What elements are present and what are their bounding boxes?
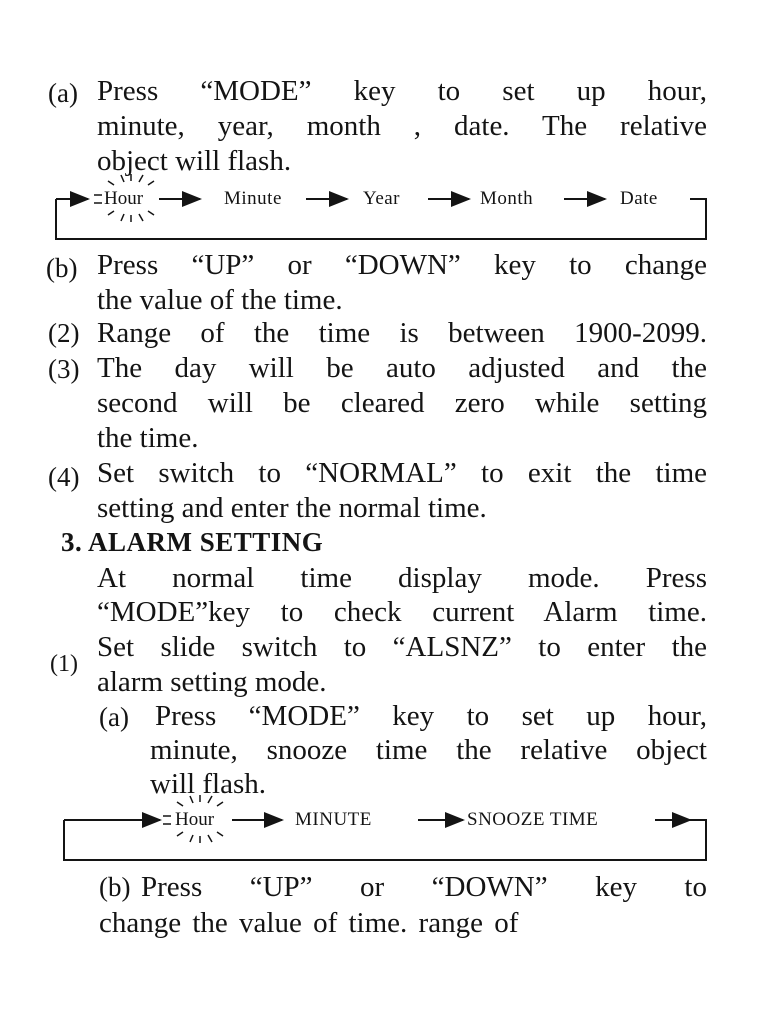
item-2-line-1: Range of the time is between 1900-2099. (97, 317, 707, 349)
item-a-line-3: object will flash. (97, 145, 292, 177)
item-a-line-1: Press “MODE” key to set up hour, (97, 75, 707, 107)
alarm-setting-heading: 3. ALARM SETTING (61, 527, 324, 557)
alarm-item-b-line-2: change the value of time. range of (99, 907, 519, 939)
alarm-item-1-line-1: Set slide switch to “ALSNZ” to enter the (97, 631, 707, 663)
alarm-intro-line-1: At normal time display mode. Press (97, 562, 707, 594)
alarm-flow-minute-label: MINUTE (295, 809, 372, 830)
item-4-label: (4) (48, 462, 80, 492)
alarm-flow-hour-label: Hour (175, 809, 215, 830)
alarm-item-b-label: (b) (99, 872, 131, 902)
alarm-item-a-line-3: will flash. (150, 768, 266, 800)
flow-month-label: Month (480, 188, 534, 209)
item-b-line-1: Press “UP” or “DOWN” key to change (97, 249, 707, 281)
item-2-label: (2) (48, 318, 80, 348)
alarm-item-1-label: (1) (50, 651, 78, 677)
item-3-line-3: the time. (97, 422, 199, 454)
item-3-line-1: The day will be auto adjusted and the (97, 352, 707, 384)
item-a-label: (a) (48, 78, 78, 108)
item-3-line-2: second will be cleared zero while settin… (97, 387, 707, 419)
item-b-label: (b) (46, 253, 78, 283)
alarm-item-b-line-1: Press “UP” or “DOWN” key to (141, 871, 707, 903)
flow-minute-label: Minute (224, 188, 282, 209)
alarm-flow-lines (63, 795, 707, 861)
flash-rays-icon (94, 174, 155, 222)
item-4-line-2: setting and enter the normal time. (97, 492, 487, 524)
alarm-item-a-line-2: minute, snooze time the relative object (150, 734, 707, 766)
alarm-flash-rays-icon (163, 795, 224, 843)
flow-hour-label: Hour (104, 188, 144, 209)
alarm-item-a-line-1: Press “MODE” key to set up hour, (155, 700, 707, 732)
alarm-flow-snooze-label: SNOOZE TIME (467, 809, 599, 830)
flow-year-label: Year (363, 188, 401, 209)
item-b-line-2: the value of the time. (97, 284, 343, 316)
alarm-item-1-line-2: alarm setting mode. (97, 666, 327, 698)
alarm-intro-line-2: “MODE”key to check current Alarm time. (97, 596, 707, 628)
alarm-item-a-label: (a) (99, 702, 129, 732)
item-3-label: (3) (48, 354, 80, 384)
item-4-line-1: Set switch to “NORMAL” to exit the time (97, 457, 707, 489)
item-a-line-2: minute, year, month , date. The relative (97, 110, 707, 142)
flow-date-label: Date (620, 188, 658, 209)
time-flow-lines (55, 174, 707, 240)
